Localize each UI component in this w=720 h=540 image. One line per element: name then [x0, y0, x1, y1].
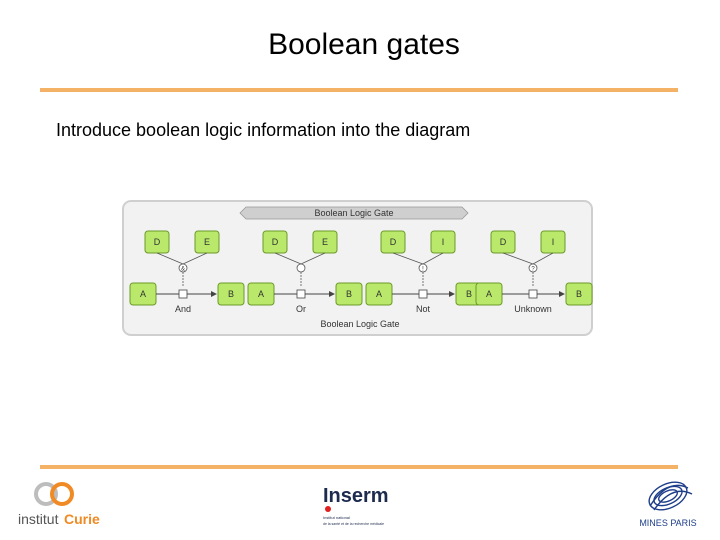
mines-swirl-icon: [648, 481, 693, 511]
gate-2-input-2-label: E: [322, 237, 328, 247]
gate-1-source-node: A: [129, 282, 157, 306]
gate-4-input-1: D: [490, 230, 516, 254]
top-divider: [40, 88, 678, 92]
gate-3-input-1-label: D: [390, 237, 397, 247]
gate-4-input-1-label: D: [500, 237, 507, 247]
gate-4-target-node-label: B: [576, 289, 582, 299]
logic-operator-symbol: &: [181, 267, 185, 273]
curie-text-curie: Curie: [64, 511, 100, 527]
gate-1-input-1: D: [144, 230, 170, 254]
gate-edge: [392, 252, 424, 265]
figure-frame: [122, 200, 593, 336]
gate-2-source-node: A: [247, 282, 275, 306]
gate-3-target-node-label: B: [466, 289, 472, 299]
logic-operator-circle: [296, 263, 306, 273]
boolean-logic-diagram: Boolean Logic Gate D E & A B And D E A B Or D I! A B No…: [122, 200, 593, 336]
boolean-logic-figure: Boolean Logic Gate D E & A B And D E A B Or D I! A B No…: [122, 200, 593, 336]
gate-4-source-node-label: A: [486, 289, 492, 299]
slide-title: Boolean gates: [268, 28, 460, 61]
gate-2-target-node: B: [335, 282, 363, 306]
gate-2-input-1-label: D: [272, 237, 279, 247]
gate-type-label: Not: [416, 304, 431, 314]
mines-paris-logo: MINES PARIS: [636, 476, 700, 537]
inserm-title: Inserm: [323, 485, 389, 507]
process-square: [178, 289, 188, 299]
inserm-line1: Institut national: [323, 515, 350, 520]
gate-type-label: Or: [296, 304, 306, 314]
slide-body-text: Introduce boolean logic information into…: [56, 120, 471, 140]
gate-2-input-1: D: [262, 230, 288, 254]
gate-2: D E A B Or: [247, 230, 363, 314]
gate-1-target-node-label: B: [228, 289, 234, 299]
arrowhead-icon: [449, 291, 455, 297]
gate-1-input-1-label: D: [154, 237, 161, 247]
gate-3-input-2-label: I: [442, 237, 445, 247]
gate-1: D E & A B And: [129, 230, 245, 314]
gate-4-input-2-label: I: [552, 237, 555, 247]
inserm-red-dot-icon: [325, 506, 331, 512]
curie-rings-icon: institut Curie: [18, 482, 100, 527]
gate-3-input-2: I: [430, 230, 456, 254]
process-square: [528, 289, 538, 299]
process-square: [418, 289, 428, 299]
header-banner: [239, 206, 469, 220]
gate-edge: [422, 252, 444, 265]
arrowhead-icon: [211, 291, 217, 297]
gate-1-target-node: B: [217, 282, 245, 306]
gate-edge: [502, 252, 534, 265]
inserm-logo: Inserm Institut national de la santé et …: [322, 484, 434, 533]
gate-type-label: And: [175, 304, 191, 314]
header-label: Boolean Logic Gate: [314, 208, 393, 218]
gate-4-source-node: A: [475, 282, 503, 306]
arrowhead-icon: [329, 291, 335, 297]
curie-text-institut: institut: [18, 511, 59, 527]
logic-operator-symbol: !: [422, 267, 424, 273]
gate-edge: [156, 252, 184, 265]
arrowhead-icon: [559, 291, 565, 297]
gate-edge: [274, 252, 302, 265]
bottom-divider: [40, 465, 678, 469]
gate-1-source-node-label: A: [140, 289, 146, 299]
footer-label: Boolean Logic Gate: [320, 319, 399, 329]
mines-text: MINES PARIS: [639, 518, 696, 528]
gate-2-target-node-label: B: [346, 289, 352, 299]
institut-curie-logo: institut Curie: [18, 478, 100, 535]
gate-type-label: Unknown: [514, 304, 552, 314]
gate-2-input-2: E: [312, 230, 338, 254]
gate-edge: [300, 252, 326, 265]
gate-4-target-node: B: [565, 282, 593, 306]
gate-4: D I? A B Unknown: [475, 230, 593, 314]
logic-operator-symbol: ?: [531, 267, 535, 273]
gate-3-source-node-label: A: [376, 289, 382, 299]
process-square: [296, 289, 306, 299]
gate-1-input-2: E: [194, 230, 220, 254]
gate-edge: [532, 252, 554, 265]
gate-2-source-node-label: A: [258, 289, 264, 299]
gate-4-input-2: I: [540, 230, 566, 254]
inserm-line2: de la santé et de la recherche médicale: [323, 522, 384, 526]
gate-3-input-1: D: [380, 230, 406, 254]
gate-3-source-node: A: [365, 282, 393, 306]
gate-edge: [182, 252, 208, 265]
gate-1-input-2-label: E: [204, 237, 210, 247]
